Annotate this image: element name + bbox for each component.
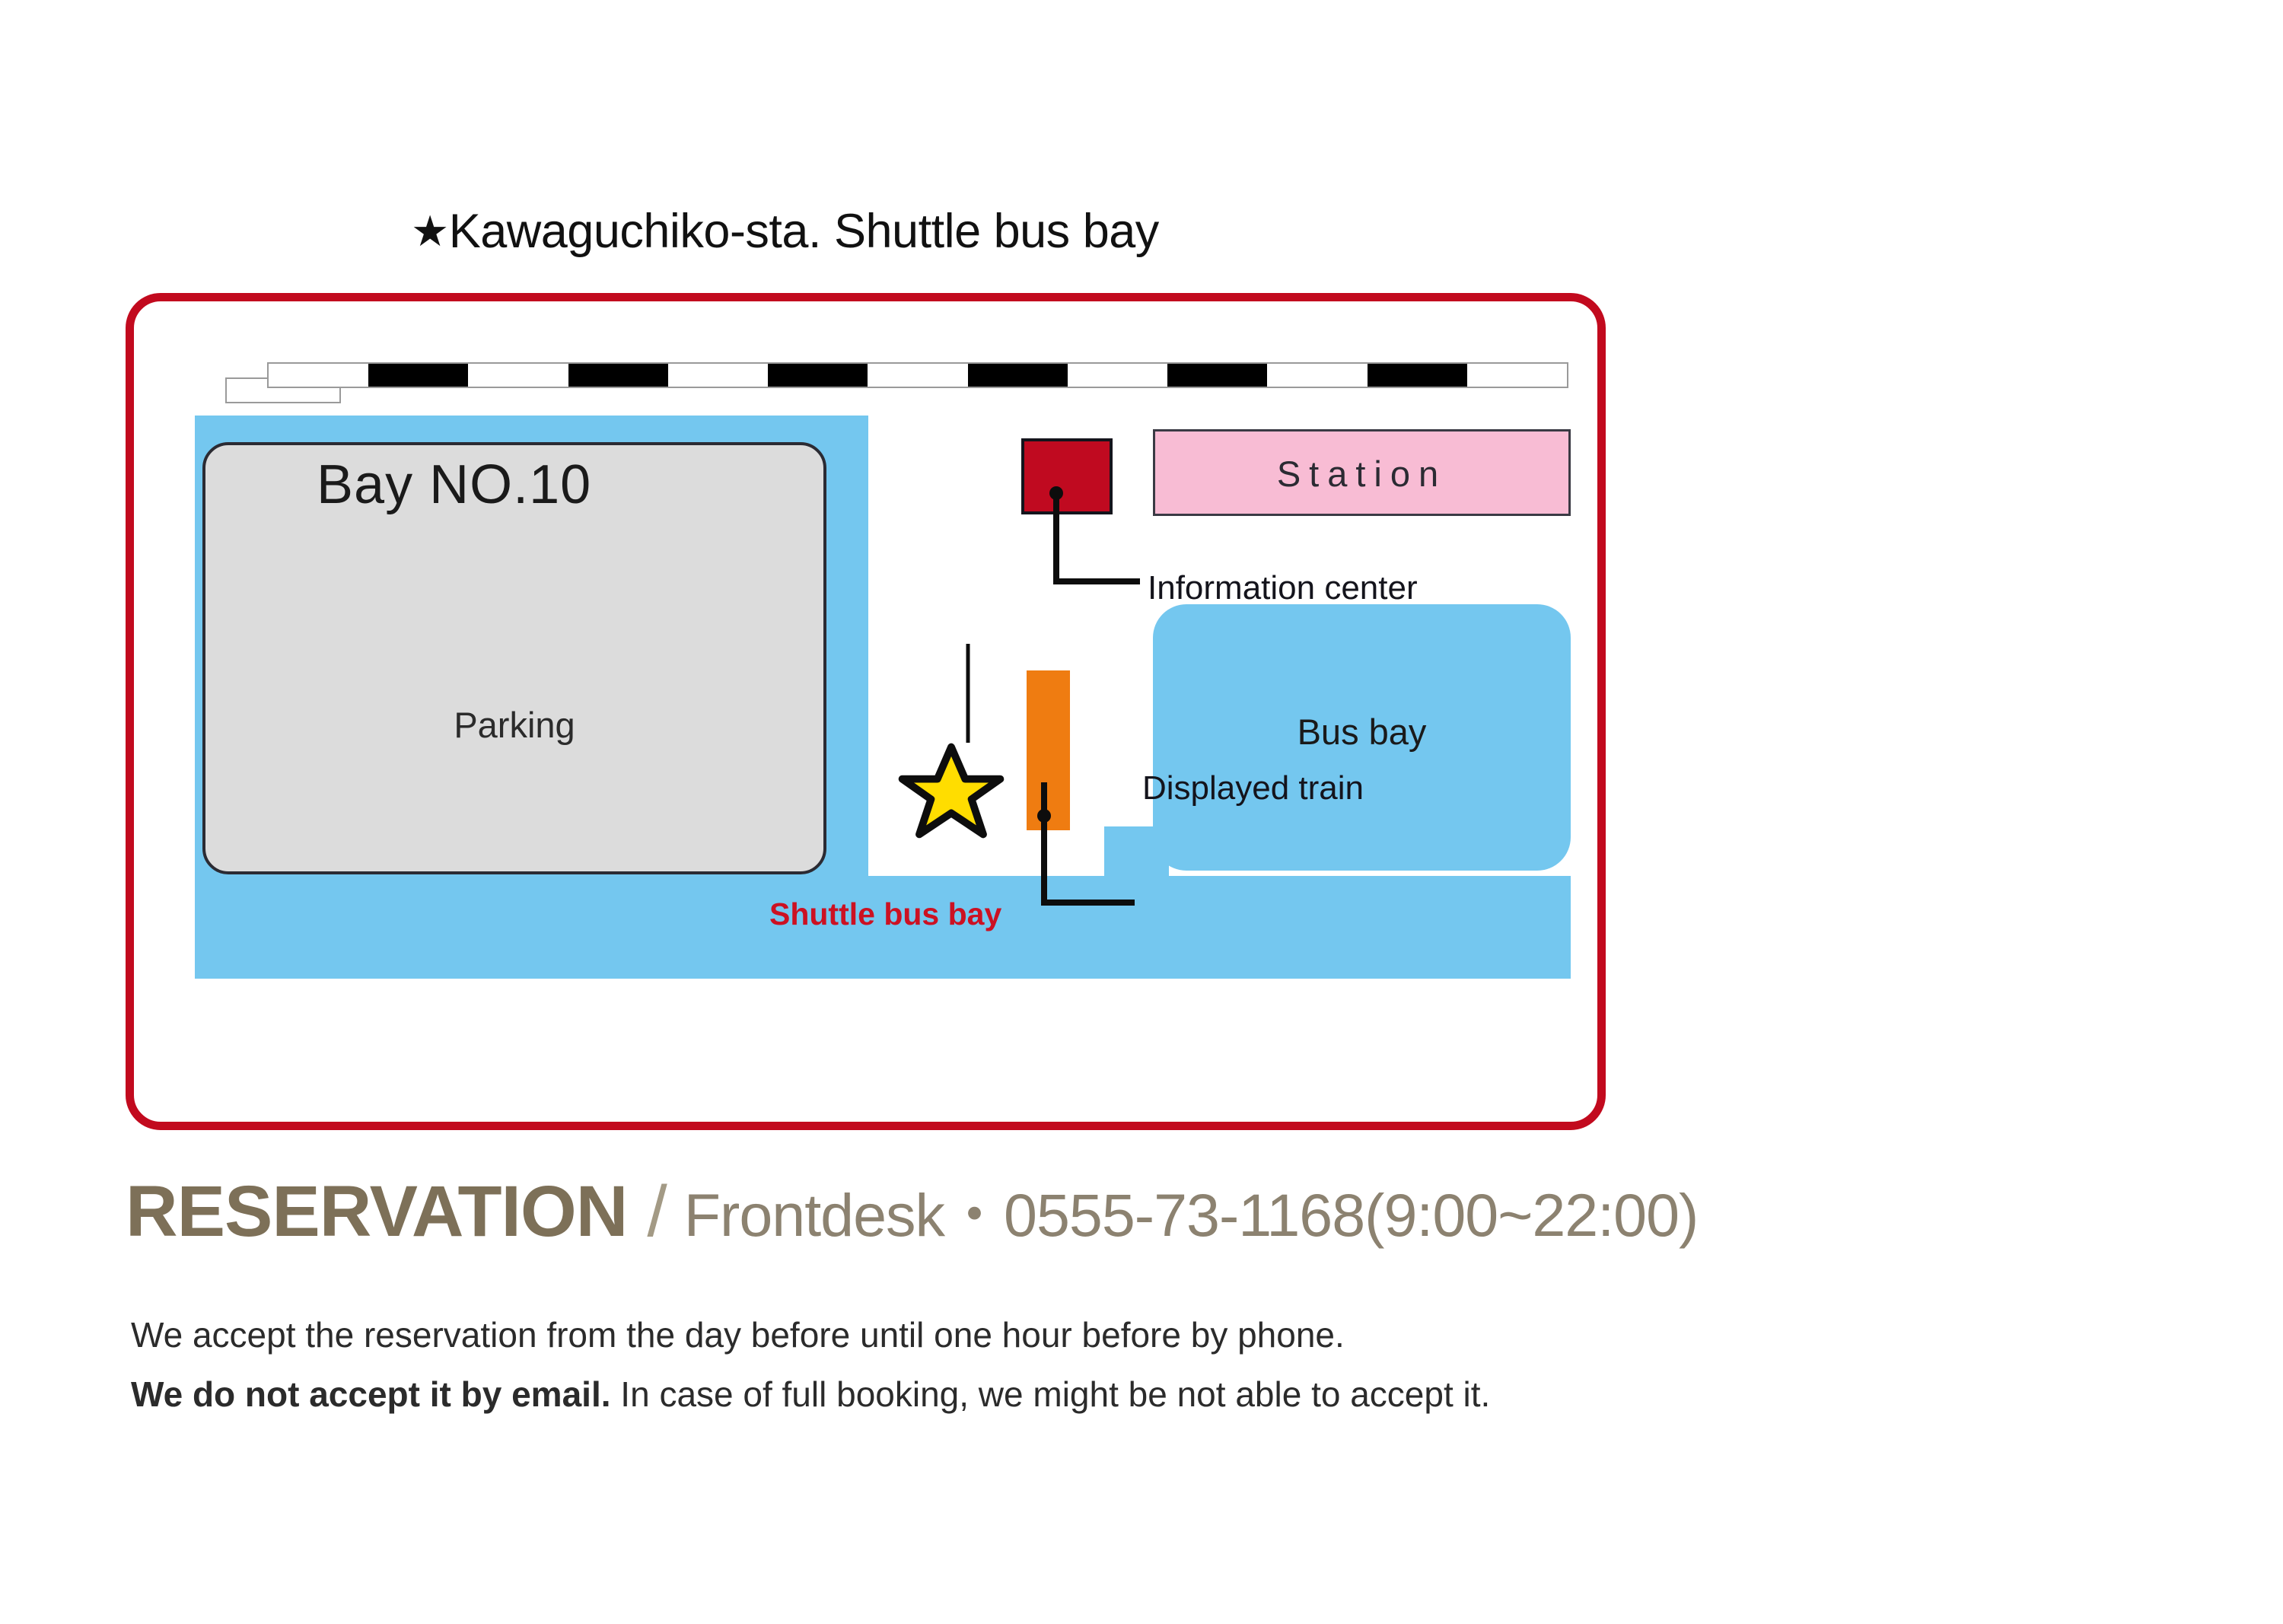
reservation-notes: We accept the reservation from the day b… (131, 1305, 1490, 1424)
displayed-train-label: Displayed train (1142, 769, 1364, 807)
crosswalk-stripe (1367, 364, 1467, 387)
station-label: Station (1276, 454, 1447, 494)
crosswalk-stripe (568, 364, 668, 387)
page-title-text: Kawaguchiko-sta. Shuttle bus bay (448, 205, 1160, 258)
reservation-separator: / (647, 1171, 667, 1252)
crosswalk-stripe (1267, 364, 1368, 387)
displayed-train-marker (1027, 670, 1070, 830)
bus-bay-area: Bus bay (1153, 604, 1571, 871)
crosswalk-stripe (667, 364, 769, 387)
station-building: Station (1153, 429, 1571, 516)
reservation-heading-row: RESERVATION / Frontdesk・0555-73-1168(9:0… (126, 1166, 1699, 1253)
page-title: ★Kawaguchiko-sta. Shuttle bus bay (411, 204, 1159, 259)
crosswalk-stripe (1466, 364, 1567, 387)
crosswalk-stripe (1067, 364, 1168, 387)
information-center-label: Information center (1148, 569, 1418, 607)
parking-label: Parking (454, 705, 575, 745)
map-canvas: Parking Bay NO.10 Shuttle bus bay Inform… (134, 301, 1597, 1122)
note-line-2: We do not accept it by email. In case of… (131, 1364, 1490, 1424)
crosswalk-stripe (768, 364, 868, 387)
bay-number-label: Bay NO.10 (317, 454, 592, 515)
road-area-bottom (195, 876, 1571, 979)
star-marker-icon (898, 743, 1005, 849)
bus-bay-label: Bus bay (1297, 712, 1427, 752)
note-line-1: We accept the reservation from the day b… (131, 1315, 1345, 1355)
map-frame: Parking Bay NO.10 Shuttle bus bay Inform… (126, 293, 1606, 1130)
crosswalk-stripe (868, 364, 968, 387)
crosswalk-stripe (468, 364, 568, 387)
note-line-2-bold: We do not accept it by email. (131, 1374, 611, 1414)
crosswalk-stripe (269, 364, 369, 387)
parking-area: Parking (202, 442, 826, 874)
information-center-marker (1021, 438, 1113, 514)
frontdesk-phone: Frontdesk・0555-73-1168(9:00~22:00) (683, 1181, 1699, 1249)
shuttle-bus-bay-label: Shuttle bus bay (769, 896, 1002, 931)
crosswalk-stripe (1167, 364, 1268, 387)
crosswalk-stripe (967, 364, 1068, 387)
crosswalk-stripe (368, 364, 469, 387)
crosswalk-icon (267, 362, 1568, 388)
note-line-2-rest: In case of full booking, we might be not… (610, 1374, 1491, 1414)
reservation-heading: RESERVATION (126, 1171, 628, 1252)
star-bullet-icon: ★ (411, 207, 449, 255)
